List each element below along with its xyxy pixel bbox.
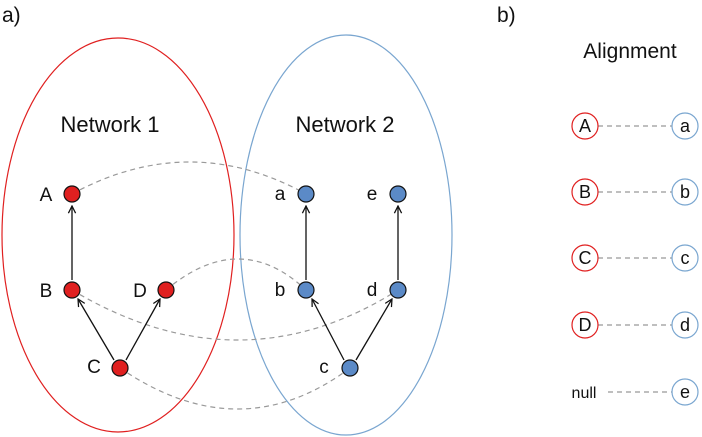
cross-link-A-a (71, 161, 307, 195)
alignment-pair-1: A a (571, 112, 699, 140)
alignment-left-circle-2 (571, 178, 599, 206)
alignment-left-label-2: B (579, 182, 591, 202)
alignment-pair-2: B b (571, 178, 699, 206)
alignment-right-label-2: b (680, 182, 690, 202)
alignment-left-label-1: A (579, 116, 591, 136)
node-label-c: c (319, 357, 329, 378)
node-d (389, 281, 407, 299)
cross-link-C-c (119, 367, 351, 410)
network-1-title: Network 1 (60, 112, 159, 137)
alignment-pair-4: D d (571, 311, 699, 339)
edge-c-d (355, 299, 392, 361)
node-label-A: A (40, 185, 53, 206)
cross-link-B-d (71, 289, 399, 341)
alignment-right-label-1: a (680, 116, 691, 136)
alignment-right-label-5: e (680, 382, 690, 402)
network-2-boundary (239, 34, 453, 436)
alignment-pair-3: C c (571, 244, 699, 272)
node-b (297, 281, 315, 299)
alignment-right-circle-4 (671, 311, 699, 339)
node-label-B: B (40, 281, 53, 302)
alignment-right-circle-5 (671, 378, 699, 406)
node-label-e: e (367, 184, 378, 205)
edge-c-b (312, 299, 345, 361)
network-1-boundary (1, 37, 235, 433)
panel-label-b: b) (497, 4, 516, 27)
panel-label-a: a) (2, 4, 21, 27)
node-label-a: a (275, 184, 286, 205)
alignment-left-circle-1 (571, 112, 599, 140)
alignment-left-circle-4 (571, 311, 599, 339)
alignment-right-circle-1 (671, 112, 699, 140)
node-c (341, 359, 359, 377)
alignment-right-circle-3 (671, 244, 699, 272)
alignment-left-circle-3 (571, 244, 599, 272)
node-B (63, 281, 81, 299)
alignment-left-label-3: C (579, 248, 592, 268)
node-C (111, 359, 129, 377)
alignment-right-label-4: d (680, 315, 690, 335)
edge-C-B (78, 299, 115, 361)
alignment-left-label-5: null (572, 385, 597, 402)
alignment-right-label-3: c (681, 248, 690, 268)
node-A (63, 185, 81, 203)
node-label-C: C (87, 357, 101, 378)
alignment-right-circle-2 (671, 178, 699, 206)
node-a (297, 185, 315, 203)
alignment-left-label-4: D (579, 315, 592, 335)
network-2-title: Network 2 (295, 112, 394, 137)
cross-link-D-b (165, 258, 307, 291)
alignment-title: Alignment (583, 40, 677, 63)
node-label-b: b (275, 280, 286, 301)
node-D (157, 281, 175, 299)
edge-C-D (125, 299, 160, 361)
alignment-pair-5: null e (572, 378, 699, 406)
node-label-D: D (133, 281, 147, 302)
node-label-d: d (367, 280, 378, 301)
node-e (389, 185, 407, 203)
